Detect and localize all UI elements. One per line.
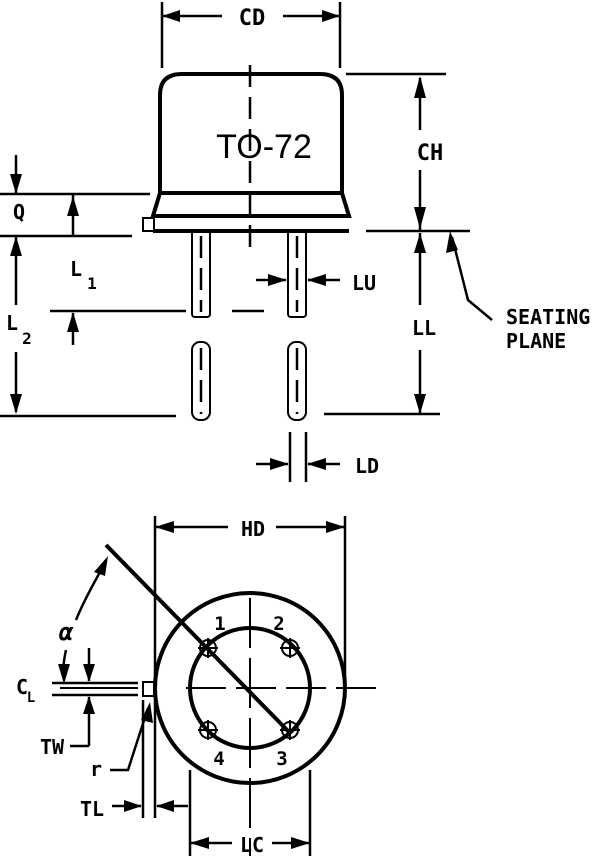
pin-4: 4 [198, 720, 225, 770]
pin-1-label: 1 [214, 613, 225, 635]
bottom-view: 1 2 3 4 HD [16, 516, 382, 856]
r-leader: r [90, 702, 153, 781]
lc-dimension: LC [188, 770, 312, 856]
ch-label: CH [417, 141, 444, 166]
hd-dimension: HD [153, 516, 347, 682]
alpha-label: α [59, 618, 74, 646]
cd-dimension: CD [160, 2, 342, 68]
tl-label: TL [80, 797, 104, 821]
cd-label: CD [239, 6, 266, 31]
seating-plane-leader: SEATING PLANE [446, 231, 590, 353]
lead-right [287, 230, 307, 421]
alpha-reference-line [104, 543, 292, 735]
ld-dimension: LD [256, 432, 379, 482]
tab [142, 217, 155, 232]
tw-label: TW [40, 735, 65, 759]
lead-left [191, 230, 211, 421]
pin-2: 2 [273, 613, 300, 658]
pin-3: 3 [276, 720, 300, 770]
bottom-tab [142, 681, 155, 697]
lu-dimension: LU [256, 271, 376, 295]
l1-subscript: 1 [87, 274, 97, 293]
pin-4-label: 4 [213, 748, 224, 770]
hd-label: HD [241, 517, 265, 541]
ld-label: LD [355, 454, 379, 478]
centerline-label: C [16, 675, 28, 699]
seating-plane-label-2: PLANE [506, 329, 566, 353]
pin-1: 1 [198, 613, 226, 658]
lu-label: LU [352, 271, 376, 295]
q-dimension: Q [0, 155, 150, 260]
l2-dimension: L 2 [0, 260, 176, 418]
ll-dimension: LL [324, 233, 440, 416]
q-label: Q [13, 200, 25, 224]
lc-label: LC [240, 833, 264, 856]
l2-subscript: 2 [22, 329, 32, 348]
ll-label: LL [412, 316, 436, 340]
seating-plane-label-1: SEATING [506, 305, 590, 329]
pin-2-label: 2 [273, 613, 284, 635]
tl-dimension: TL [80, 700, 188, 821]
pin-3-label: 3 [276, 748, 287, 770]
package-title: TO-72 [216, 128, 312, 166]
l1-label: L [70, 257, 82, 281]
alpha-angle: α [58, 556, 108, 684]
ch-dimension: CH [346, 72, 446, 230]
side-view: TO-72 CD [0, 2, 590, 482]
tw-dimension: C L TW [16, 648, 138, 759]
r-label: r [90, 757, 102, 781]
centerline-subscript: L [27, 690, 35, 706]
l2-label: L [6, 311, 18, 335]
l1-dimension: L 1 [50, 257, 264, 345]
